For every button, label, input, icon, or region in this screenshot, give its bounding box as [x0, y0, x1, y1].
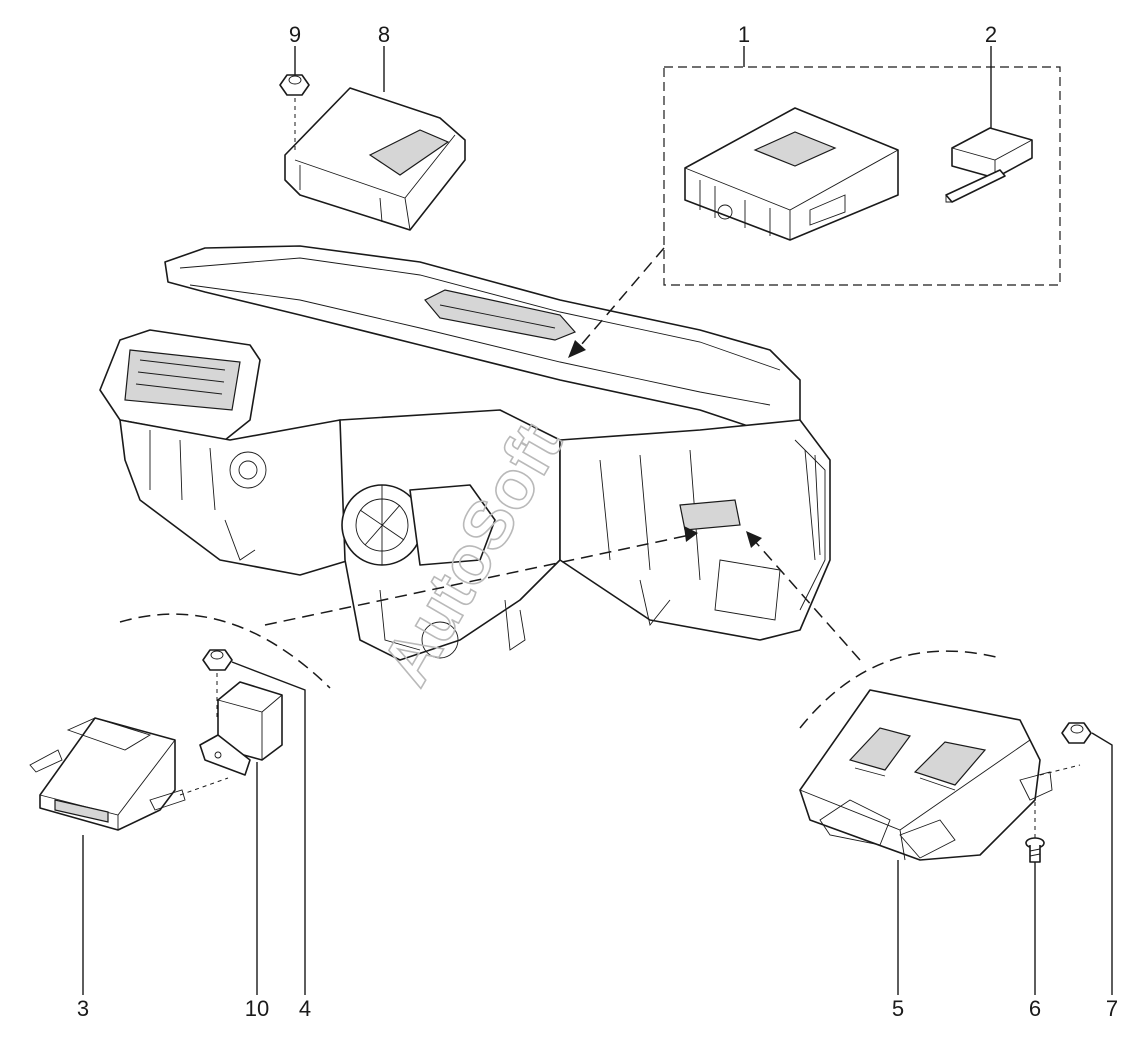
leader-group-1-2 — [574, 247, 665, 353]
callout-5: 5 — [892, 996, 904, 1021]
part-1-2-group-box — [663, 66, 1061, 286]
callout-10: 10 — [245, 996, 269, 1021]
dashboard-assembly — [99, 245, 831, 661]
callout-leaders — [82, 46, 1113, 995]
detail-arc-right — [799, 650, 1001, 729]
part-6-screw — [1025, 800, 1045, 863]
detail-arc-left — [119, 613, 331, 689]
part-10-relay — [199, 681, 283, 776]
part-4-nut — [202, 649, 233, 720]
part-5-control-unit — [799, 689, 1081, 861]
callout-4: 4 — [299, 996, 311, 1021]
leader-part-5 — [751, 537, 861, 661]
callout-9: 9 — [289, 22, 301, 47]
callout-1: 1 — [738, 22, 750, 47]
part-9-nut — [279, 74, 310, 150]
part-2-module — [945, 127, 1033, 203]
callout-3: 3 — [77, 996, 89, 1021]
part-8-control-unit — [284, 87, 466, 231]
part-3-control-unit — [29, 717, 229, 831]
callout-6: 6 — [1029, 996, 1041, 1021]
callout-2: 2 — [985, 22, 997, 47]
part-1-control-unit — [684, 107, 899, 241]
part-7-nut — [1061, 722, 1092, 744]
leader-part-3-4 — [264, 534, 691, 626]
callout-7: 7 — [1106, 996, 1118, 1021]
callout-8: 8 — [378, 22, 390, 47]
